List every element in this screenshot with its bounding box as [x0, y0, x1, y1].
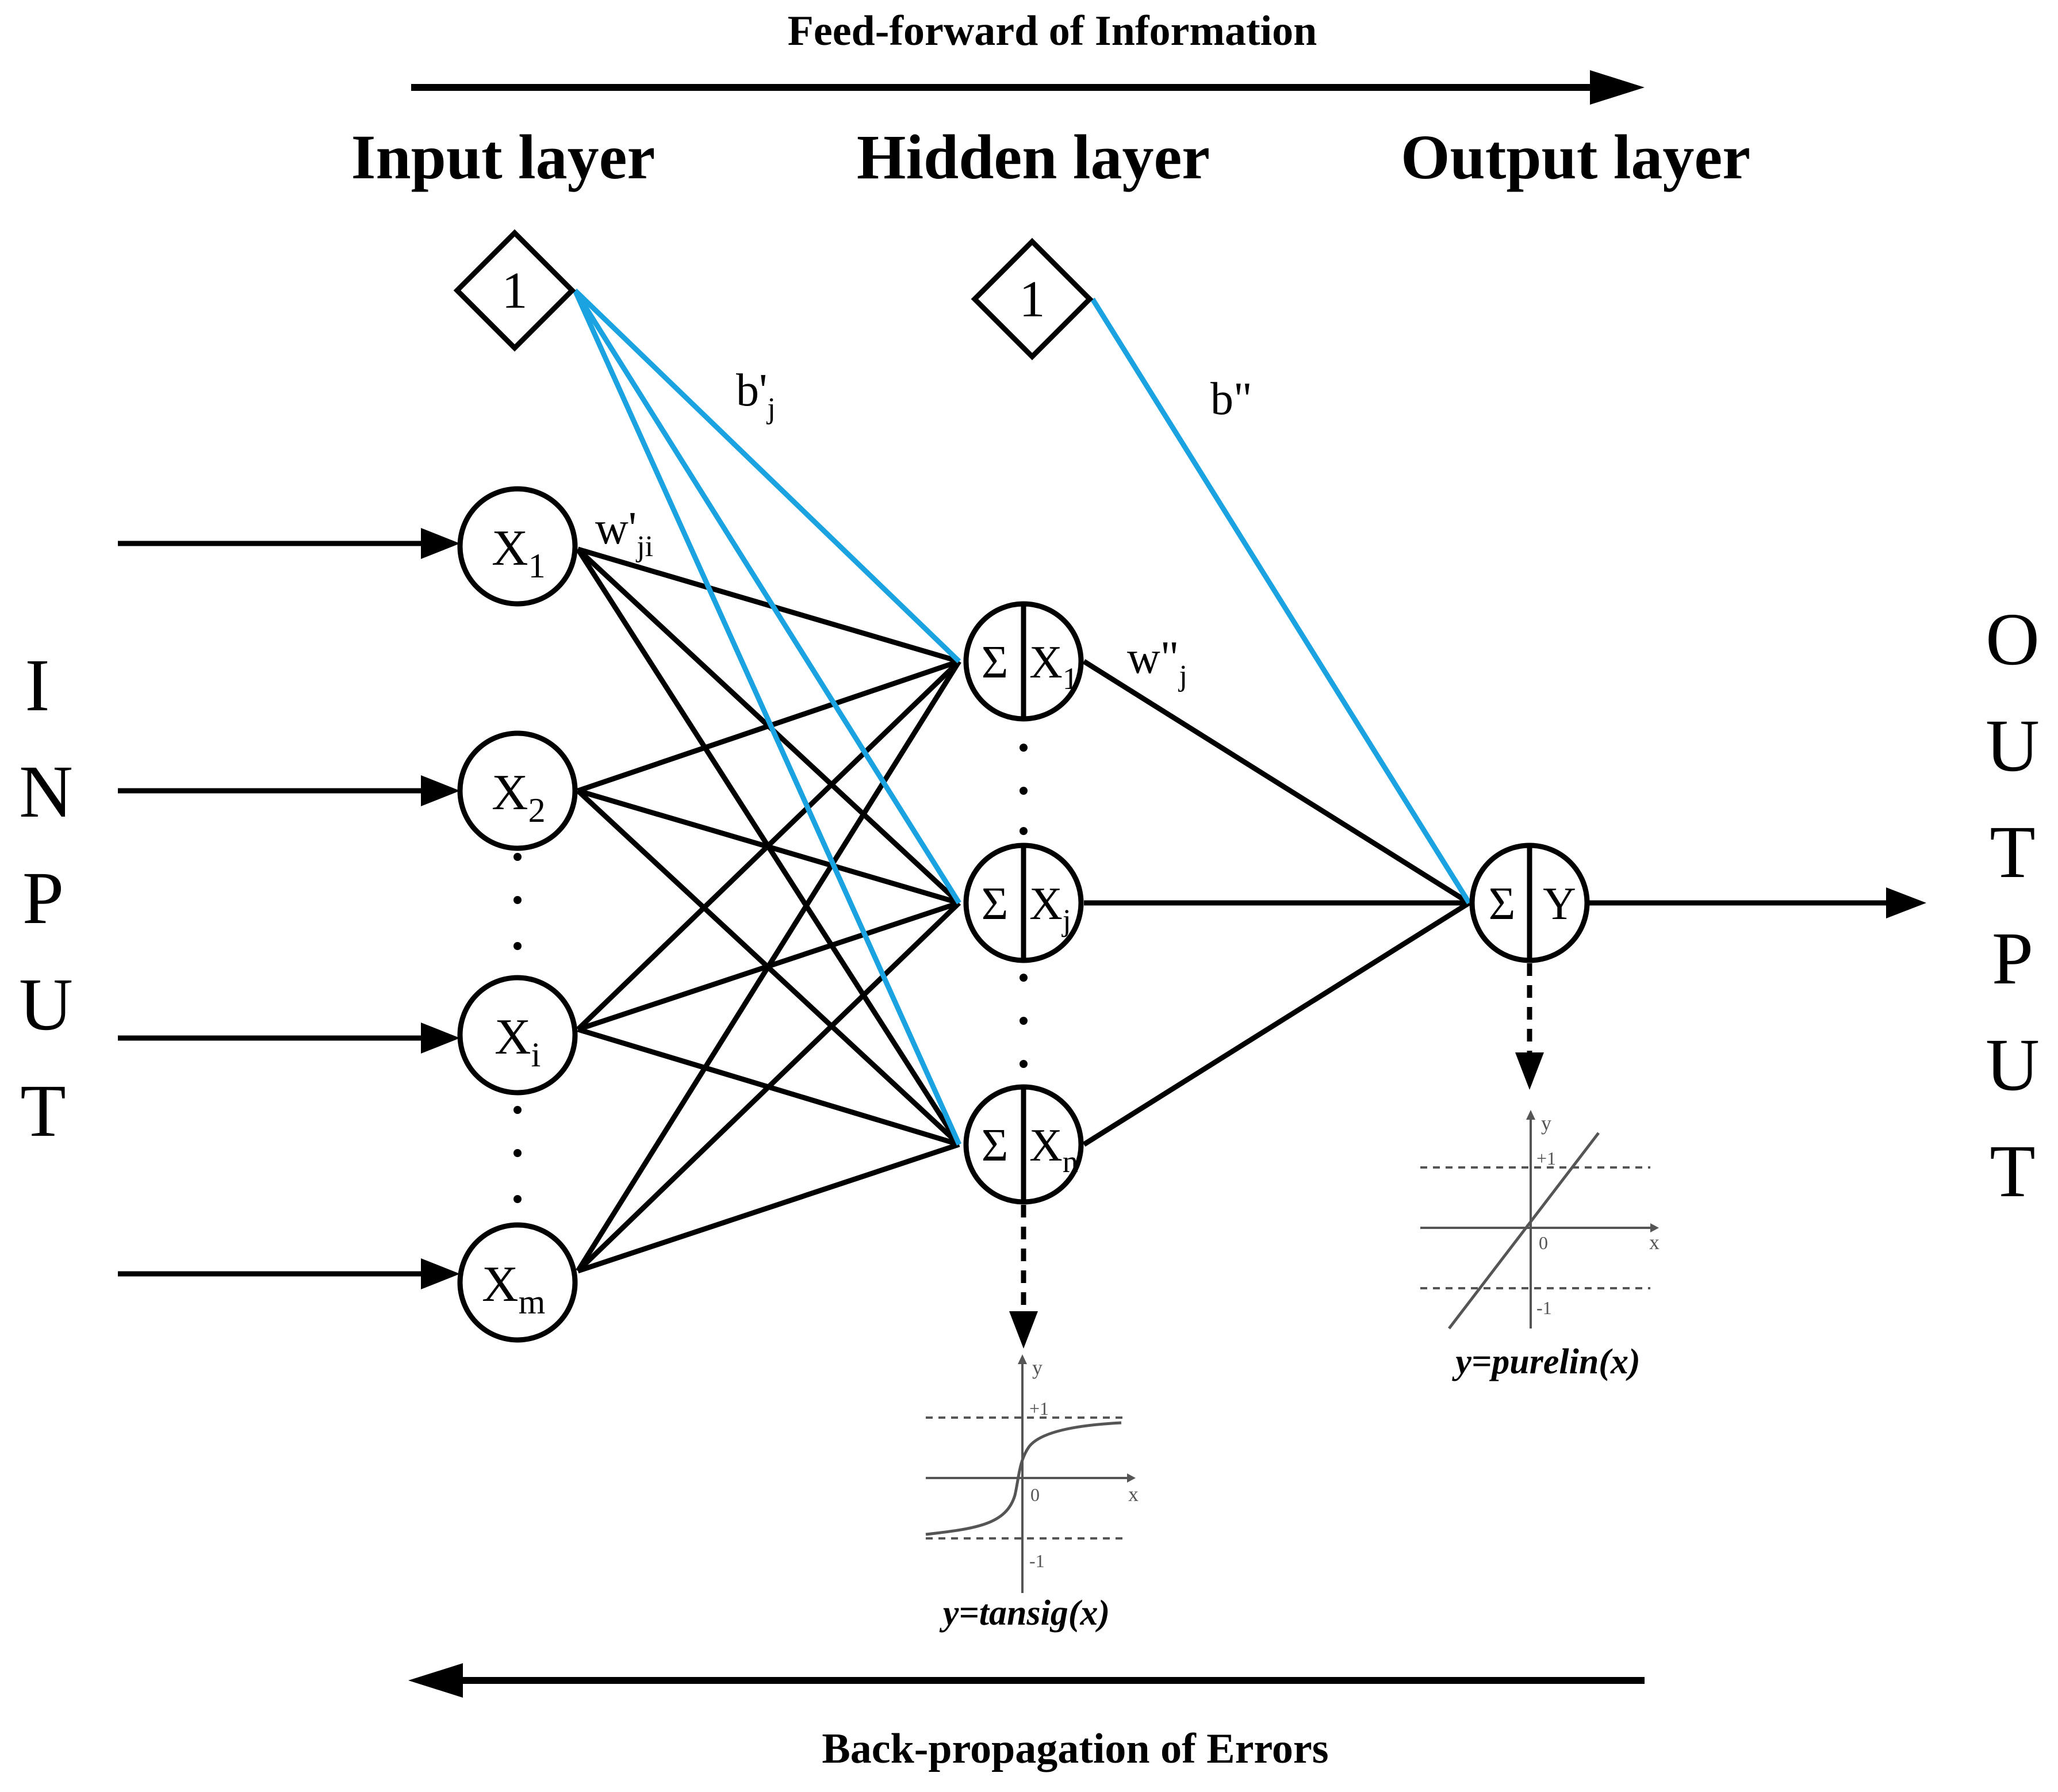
hidden-node-sigma: Σ	[982, 879, 1009, 929]
purelin-line	[1448, 1132, 1600, 1330]
input-node-label: X1	[492, 520, 546, 585]
tansig-y-label: y	[1032, 1356, 1043, 1379]
hidden-node-sigma: Σ	[982, 1120, 1009, 1171]
input-node-label: X2	[492, 765, 546, 829]
input-node-label: Xm	[482, 1257, 545, 1321]
input-hidden-weight-label: w'ji	[595, 503, 653, 563]
feed-forward-title: Feed-forward of Information	[788, 7, 1317, 55]
hidden-bias-weight-label: b"	[1210, 374, 1252, 424]
back-propagation-title: Back-propagation of Errors	[822, 1725, 1328, 1772]
tansig-zero-label: 0	[1030, 1484, 1040, 1505]
input-node-label: Xi	[495, 1009, 541, 1074]
input-side-label: I N P U T	[19, 644, 73, 1152]
hidden-node-label: Xn	[1029, 1120, 1078, 1179]
hidden-activation-arrow	[1009, 1205, 1038, 1349]
tansig-minus-label: -1	[1029, 1550, 1045, 1571]
tansig-caption: y=tansig(x)	[939, 1594, 1110, 1633]
input-node: Xi	[457, 975, 578, 1096]
hidden-ellipsis	[1020, 744, 1028, 1068]
input-letter: U	[19, 963, 73, 1046]
input-letter: N	[19, 751, 73, 833]
hidden-node-label: Xj	[1029, 879, 1071, 937]
input-bias-weight-label: b'j	[736, 365, 776, 425]
purelin-plus-label: +1	[1536, 1148, 1556, 1169]
hidden-bias-value: 1	[1020, 271, 1045, 328]
hidden-bias-node: 1	[971, 238, 1094, 361]
output-layer-title: Output layer	[1401, 122, 1750, 192]
output-arrow	[1587, 887, 1926, 918]
input-node: X2	[457, 730, 578, 851]
hidden-node: Σ Xn	[963, 1084, 1084, 1205]
tansig-x-label: x	[1128, 1483, 1139, 1506]
hidden-output-weight-label: w"j	[1127, 633, 1187, 692]
output-letter: T	[1990, 1130, 2035, 1213]
tansig-curve	[925, 1421, 1122, 1536]
input-node: Xm	[457, 1222, 578, 1343]
input-bias-value: 1	[502, 262, 528, 319]
input-letter: P	[22, 857, 64, 940]
input-arrows	[118, 528, 460, 1289]
tansig-plot: y +1 0 x -1 y=tansig(x)	[925, 1354, 1139, 1633]
output-node-sigma: Σ	[1489, 879, 1516, 929]
input-layer-title: Input layer	[351, 122, 656, 192]
purelin-minus-label: -1	[1536, 1297, 1552, 1318]
output-letter: T	[1990, 811, 2035, 894]
purelin-y-label: y	[1541, 1112, 1551, 1135]
output-activation-arrow	[1515, 963, 1544, 1090]
output-letter: O	[1986, 598, 2040, 681]
output-letter: P	[1992, 917, 2033, 1000]
input-node: X1	[457, 486, 578, 607]
output-node-label: Y	[1543, 879, 1576, 929]
hidden-node: Σ Xj	[963, 843, 1084, 963]
hidden-node-label: X1	[1029, 637, 1078, 696]
input-ellipsis	[513, 853, 522, 1203]
hidden-layer-title: Hidden layer	[857, 122, 1210, 192]
purelin-plot: y +1 0 x -1 y=purelin(x)	[1420, 1110, 1660, 1381]
back-propagation-arrow	[408, 1663, 1645, 1698]
tansig-plus-label: +1	[1029, 1398, 1049, 1419]
output-letter: U	[1986, 704, 2040, 787]
hidden-node-sigma: Σ	[982, 637, 1009, 688]
purelin-x-label: x	[1649, 1231, 1660, 1254]
purelin-zero-label: 0	[1539, 1232, 1548, 1253]
input-hidden-connections	[576, 546, 961, 1274]
input-bias-node: 1	[453, 229, 576, 352]
bias-connections	[572, 288, 1471, 1146]
output-node: Σ Y	[1469, 843, 1590, 963]
feed-forward-arrow	[411, 70, 1645, 105]
output-side-label: O U T P U T	[1986, 598, 2040, 1213]
hidden-node: Σ X1	[963, 601, 1084, 722]
hidden-output-connections	[1082, 659, 1471, 1147]
input-letter: T	[20, 1070, 66, 1152]
input-letter: I	[25, 644, 49, 727]
purelin-caption: y=purelin(x)	[1451, 1342, 1640, 1381]
output-letter: U	[1986, 1024, 2040, 1106]
